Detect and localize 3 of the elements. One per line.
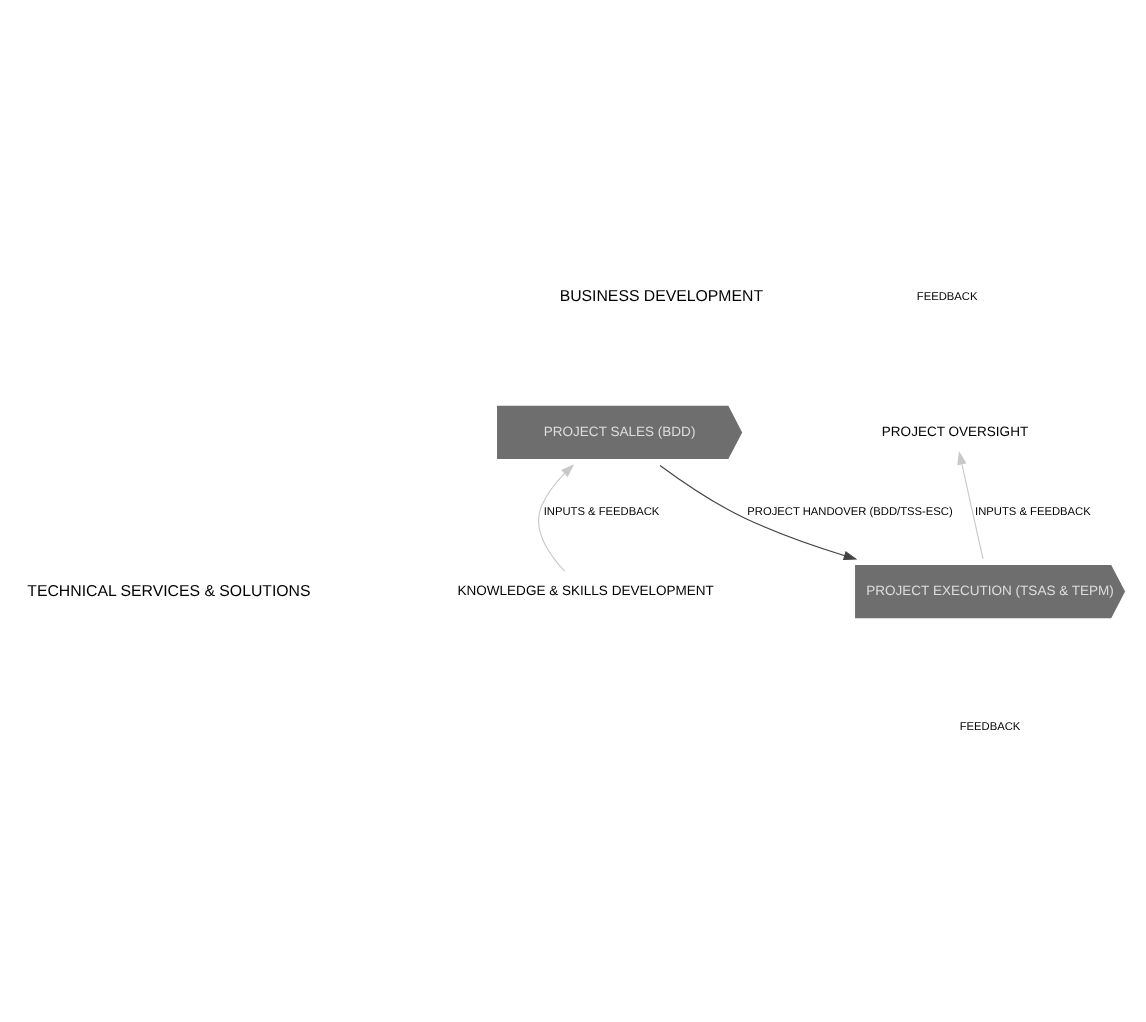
arrow bbox=[538, 463, 575, 571]
arrow bbox=[957, 450, 984, 559]
arrow bbox=[659, 463, 858, 560]
